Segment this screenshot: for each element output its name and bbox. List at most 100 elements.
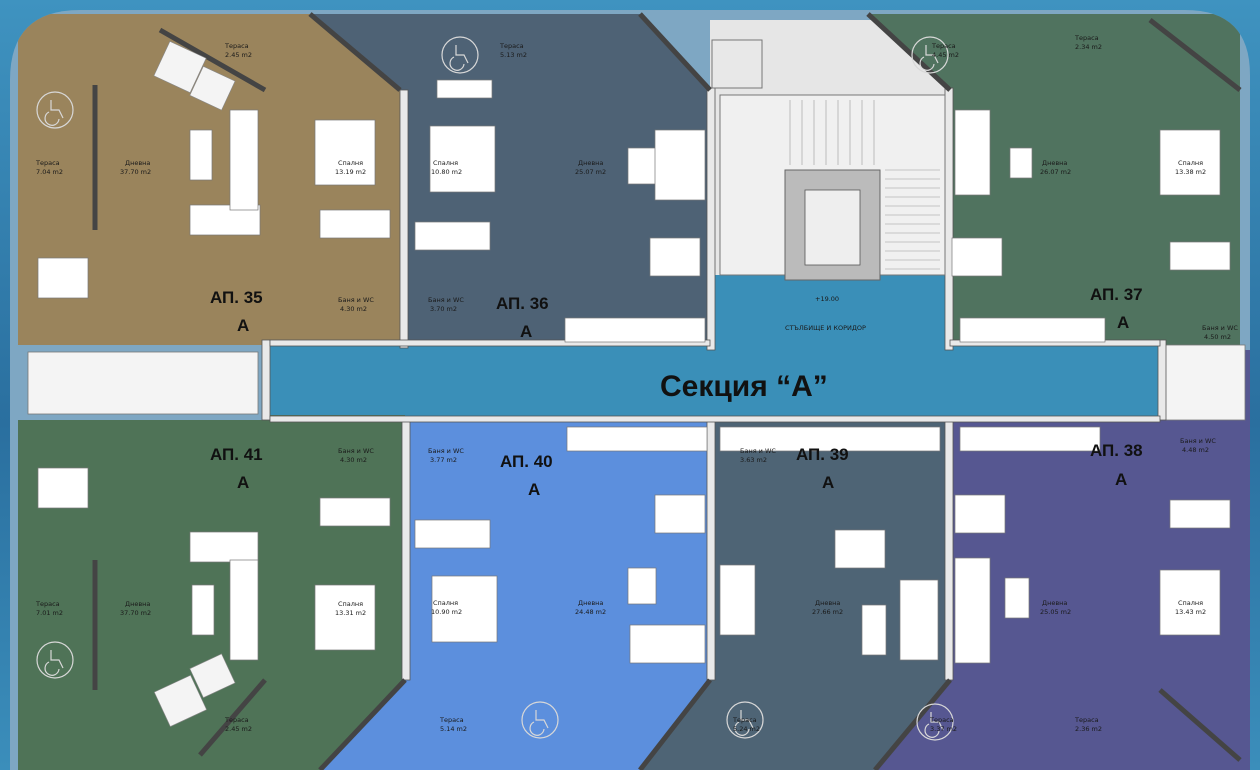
wheelchair-icon bbox=[36, 91, 74, 129]
room-label: Тераса bbox=[224, 42, 249, 50]
room-area: 2.34 m2 bbox=[1075, 43, 1102, 51]
room-area: 10.80 m2 bbox=[431, 168, 462, 176]
apt-36-sub: А bbox=[520, 322, 532, 341]
wheelchair-icon bbox=[916, 703, 954, 741]
room-area: 25.05 m2 bbox=[1040, 608, 1071, 616]
terrace-sw bbox=[18, 560, 95, 700]
wheelchair-glyph bbox=[529, 710, 549, 736]
room-label: Дневна bbox=[1042, 159, 1067, 167]
apt-41-sub: А bbox=[237, 473, 249, 492]
room-area: 25.07 m2 bbox=[575, 168, 606, 176]
room-area: 4.30 m2 bbox=[340, 456, 367, 464]
apt-35-sub: А bbox=[237, 316, 249, 335]
wheelchair-icon bbox=[36, 36, 954, 741]
room-label: Спалня bbox=[338, 600, 363, 608]
room-area: 2.36 m2 bbox=[1075, 725, 1102, 733]
room-area: 13.43 m2 bbox=[1175, 608, 1206, 616]
room-label: Дневна bbox=[578, 599, 603, 607]
room-label: Дневна bbox=[1042, 599, 1067, 607]
room-label: Спалня bbox=[338, 159, 363, 167]
wheelchair-icon bbox=[726, 701, 764, 739]
room-labels: Тераса 2.45 m2 Тераса 7.04 m2 Дневна 37.… bbox=[35, 34, 1238, 733]
room-area: 3.70 m2 bbox=[430, 305, 457, 313]
room-area: 2.45 m2 bbox=[225, 51, 252, 59]
apt-36-label: АП. 36 bbox=[496, 294, 549, 313]
terrace-nw bbox=[18, 80, 95, 230]
room-label: Дневна bbox=[125, 600, 150, 608]
room-area: 7.01 m2 bbox=[36, 609, 63, 617]
room-area: 3.37 m2 bbox=[930, 725, 957, 733]
room-area: 5.24 m2 bbox=[733, 725, 760, 733]
room-label: Спалня bbox=[433, 159, 458, 167]
room-label: Дневна bbox=[578, 159, 603, 167]
room-area: 7.04 m2 bbox=[36, 168, 63, 176]
apt-40-label: АП. 40 bbox=[500, 452, 553, 471]
room-area: 4.30 m2 bbox=[340, 305, 367, 313]
apt-39-area bbox=[640, 420, 950, 770]
corridor-upper-core bbox=[715, 275, 950, 345]
room-area: 27.66 m2 bbox=[812, 608, 843, 616]
apt-41-label: АП. 41 bbox=[210, 445, 263, 464]
level-mark: +19.00 bbox=[815, 295, 839, 303]
room-label: Спалня bbox=[433, 599, 458, 607]
room-area: 10.90 m2 bbox=[431, 608, 462, 616]
wheelchair-glyph bbox=[924, 712, 944, 738]
room-label: Баня и WC bbox=[428, 447, 464, 455]
apt-37-label: АП. 37 bbox=[1090, 285, 1143, 304]
wheelchair-glyph bbox=[44, 100, 64, 126]
east-kitchen-strip bbox=[1159, 344, 1246, 421]
wheelchair-glyph bbox=[449, 45, 469, 71]
room-label: Баня и WC bbox=[740, 447, 776, 455]
room-label: Тераса bbox=[35, 159, 60, 167]
room-area: 5.14 m2 bbox=[440, 725, 467, 733]
room-label: Тераса bbox=[224, 716, 249, 724]
room-label: Тераса bbox=[499, 42, 524, 50]
room-label: Баня и WC bbox=[338, 447, 374, 455]
room-label: Баня и WC bbox=[338, 296, 374, 304]
apt-37-sub: А bbox=[1117, 313, 1129, 332]
walls bbox=[92, 12, 1242, 770]
apt-38-label: АП. 38 bbox=[1090, 441, 1143, 460]
stair-detail bbox=[711, 39, 946, 281]
apt-35-label: АП. 35 bbox=[210, 288, 263, 307]
apt-36-area bbox=[310, 14, 710, 350]
room-area: 4.50 m2 bbox=[1204, 333, 1231, 341]
wheelchair-icon bbox=[521, 701, 559, 739]
room-area: 3.63 m2 bbox=[740, 456, 767, 464]
wheelchair-icon bbox=[911, 36, 949, 74]
room-area: 5.13 m2 bbox=[500, 51, 527, 59]
room-label: Тераса bbox=[1074, 716, 1099, 724]
room-area: 4.45 m2 bbox=[932, 51, 959, 59]
apartment-labels: АП. 35 А АП. 36 А АП. 37 А АП. 38 А АП. … bbox=[210, 285, 1143, 499]
corridor-label: СТЪЛБИЩЕ И КОРИДОР bbox=[785, 324, 866, 332]
wheelchair-glyph bbox=[919, 45, 939, 71]
room-area: 3.77 m2 bbox=[430, 456, 457, 464]
room-label: Тераса bbox=[1074, 34, 1099, 42]
room-area: 2.45 m2 bbox=[225, 725, 252, 733]
room-area: 13.38 m2 bbox=[1175, 168, 1206, 176]
room-label: Дневна bbox=[815, 599, 840, 607]
wheelchair-icon bbox=[441, 36, 479, 74]
room-area: 37.70 m2 bbox=[120, 609, 151, 617]
room-label: Тераса bbox=[35, 600, 60, 608]
apt-39-sub: А bbox=[822, 473, 834, 492]
room-area: 24.48 m2 bbox=[575, 608, 606, 616]
wheelchair-icon bbox=[36, 641, 74, 679]
wheelchair-glyph bbox=[44, 650, 64, 676]
apt-38-sub: А bbox=[1115, 470, 1127, 489]
wheelchair-glyph bbox=[734, 710, 754, 736]
room-label: Тераса bbox=[732, 716, 757, 724]
room-label: Тераса bbox=[931, 42, 956, 50]
room-label: Тераса bbox=[929, 716, 954, 724]
room-label: Тераса bbox=[439, 716, 464, 724]
room-label: Дневна bbox=[125, 159, 150, 167]
apt-38-area bbox=[875, 350, 1250, 770]
apt-40-area bbox=[320, 420, 710, 770]
room-area: 13.31 m2 bbox=[335, 609, 366, 617]
room-area: 26.07 m2 bbox=[1040, 168, 1071, 176]
room-label: Спалня bbox=[1178, 159, 1203, 167]
furniture bbox=[37, 40, 1231, 727]
room-label: Баня и WC bbox=[428, 296, 464, 304]
room-area: 37.70 m2 bbox=[120, 168, 151, 176]
